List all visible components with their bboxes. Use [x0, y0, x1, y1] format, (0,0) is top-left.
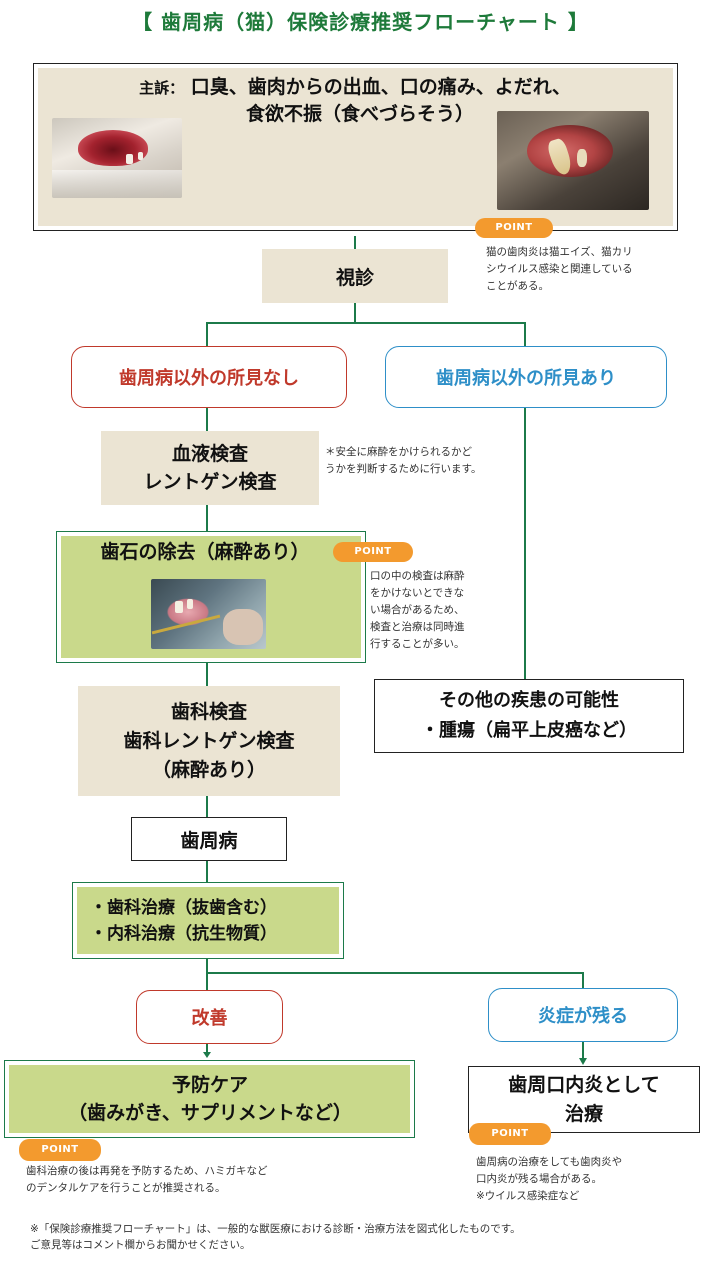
footer-line: ※「保険診療推奨フローチャート」は、一般的な獣医療における診断・治療方法を図式化… — [30, 1223, 521, 1235]
treatment-box — [72, 882, 344, 959]
stomatitis-box: 歯周口内炎として 治療 — [468, 1066, 700, 1133]
point-note-1-line: 猫の歯肉炎は猫エイズ、猫カリ — [486, 246, 633, 258]
arrow-down-icon — [579, 1058, 587, 1065]
connector — [206, 958, 208, 992]
dental-scaling-photo — [151, 579, 266, 649]
point-note-3: 歯科治療の後は再発を予防するため、ハミガキなど のデンタルケアを行うことが推奨さ… — [26, 1163, 386, 1197]
inflammation-box: 炎症が残る — [488, 988, 678, 1042]
other-disease-line: その他の疾患の可能性 — [439, 690, 619, 711]
inflammation-label: 炎症が残る — [538, 1006, 628, 1027]
treatment-text: ・歯科治療（抜歯含む） ・内科治療（抗生物質） — [80, 895, 340, 947]
blood-test-box: 血液検査 レントゲン検査 — [101, 431, 319, 505]
point-note-1-line: シウイルス感染と関連している — [486, 263, 633, 275]
blood-test-line: レントゲン検査 — [143, 471, 277, 493]
other-disease-box: その他の疾患の可能性 ・腫瘍（扁平上皮癌など） — [374, 679, 684, 753]
visual-exam-box: 視診 — [262, 249, 448, 303]
point-badge-3: POINT — [19, 1139, 101, 1161]
cat-mouth-photo — [52, 118, 182, 198]
point-note-2-line: い場合があるため、 — [370, 604, 465, 616]
point-badge-1: POINT — [475, 218, 553, 238]
stomatitis-line: 治療 — [564, 1102, 603, 1125]
point-note-4: 歯周病の治療をしても歯肉炎や 口内炎が残る場合がある。 ※ウイルス感染症など — [476, 1154, 706, 1205]
dental-exam-line: 歯科レントゲン検査 — [123, 729, 295, 752]
improved-box: 改善 — [136, 990, 283, 1044]
prevention-line: 予防ケア — [171, 1074, 248, 1096]
point-note-4-line: ※ウイルス感染症など — [476, 1190, 580, 1202]
other-disease-line: ・腫瘍（扁平上皮癌など） — [421, 720, 637, 741]
blood-test-line: 血液検査 — [171, 443, 248, 465]
treatment-line: ・内科治療（抗生物質） — [90, 924, 277, 944]
blood-test-note-line: ＊安全に麻酔をかけられるかど — [325, 446, 472, 458]
dental-exam-line: 歯科検査 — [170, 700, 247, 723]
other-findings-label: 歯周病以外の所見あり — [436, 368, 616, 389]
stomatitis-line: 歯周口内炎として — [508, 1073, 660, 1096]
connector — [582, 1042, 584, 1060]
page-title: 【 歯周病（猫）保険診療推奨フローチャート 】 — [132, 10, 589, 34]
arrow-down-icon — [203, 1052, 211, 1058]
cat-fang-photo — [497, 111, 649, 210]
point-note-2-line: 口の中の検査は麻酔 — [370, 570, 465, 582]
connector — [206, 972, 584, 974]
connector — [524, 408, 526, 680]
point-badge-4: POINT — [469, 1123, 551, 1145]
connector — [206, 505, 208, 531]
connector — [206, 322, 526, 324]
point-note-2-line: をかけないとできな — [370, 587, 465, 599]
connector — [582, 972, 584, 990]
point-note-2-line: 行することが多い。 — [370, 638, 465, 650]
periodontal-box: 歯周病 — [131, 817, 287, 861]
complaint-line1: 主訴： 口臭、歯肉からの出血、口の痛み、よだれ、 — [50, 72, 660, 99]
connector — [206, 796, 208, 818]
periodontal-label: 歯周病 — [180, 829, 238, 852]
dental-exam-line: （麻酔あり） — [151, 758, 266, 781]
connector — [206, 322, 208, 346]
connector — [206, 663, 208, 687]
no-other-findings-label: 歯周病以外の所見なし — [119, 368, 299, 389]
point-note-1: 猫の歯肉炎は猫エイズ、猫カリ シウイルス感染と関連している ことがある。 — [486, 244, 686, 295]
complaint-label: 主訴： — [139, 79, 185, 97]
blood-test-note: ＊安全に麻酔をかけられるかど うかを判断するために行います。 — [325, 444, 535, 478]
improved-label: 改善 — [191, 1008, 228, 1029]
scaling-label: 歯石の除去（麻酔あり） — [100, 541, 310, 563]
connector — [206, 1044, 208, 1056]
prevention-text: 予防ケア （歯みがき、サプリメントなど） — [10, 1066, 410, 1132]
complaint-line2: 食欲不振（食べづらそう） — [245, 103, 474, 125]
connector — [354, 303, 356, 323]
connector — [206, 408, 208, 432]
dental-exam-box: 歯科検査 歯科レントゲン検査 （麻酔あり） — [78, 686, 340, 796]
no-other-findings-box: 歯周病以外の所見なし — [71, 346, 347, 408]
point-note-2: 口の中の検査は麻酔 をかけないとできな い場合があるため、 検査と治療は同時進 … — [370, 568, 510, 653]
point-badge-2: POINT — [333, 542, 413, 562]
connector — [206, 860, 208, 882]
point-note-3-line: のデンタルケアを行うことが推奨される。 — [26, 1182, 226, 1194]
connector — [354, 236, 356, 250]
complaint-text-1: 口臭、歯肉からの出血、口の痛み、よだれ、 — [190, 76, 571, 98]
point-note-1-line: ことがある。 — [486, 280, 549, 292]
prevention-line: （歯みがき、サプリメントなど） — [68, 1102, 352, 1124]
point-note-4-line: 口内炎が残る場合がある。 — [476, 1173, 602, 1185]
treatment-line: ・歯科治療（抜歯含む） — [90, 898, 277, 918]
point-note-2-line: 検査と治療は同時進 — [370, 621, 465, 633]
blood-test-note-line: うかを判断するために行います。 — [325, 463, 482, 475]
point-note-3-line: 歯科治療の後は再発を予防するため、ハミガキなど — [26, 1165, 268, 1177]
footer-line: ご意見等はコメント欄からお聞かせください。 — [30, 1239, 251, 1251]
other-findings-box: 歯周病以外の所見あり — [385, 346, 667, 408]
footer-note: ※「保険診療推奨フローチャート」は、一般的な獣医療における診断・治療方法を図式化… — [30, 1221, 710, 1253]
visual-exam-label: 視診 — [335, 266, 374, 289]
prevention-box — [4, 1060, 415, 1138]
connector — [524, 322, 526, 346]
point-note-4-line: 歯周病の治療をしても歯肉炎や — [476, 1156, 623, 1168]
